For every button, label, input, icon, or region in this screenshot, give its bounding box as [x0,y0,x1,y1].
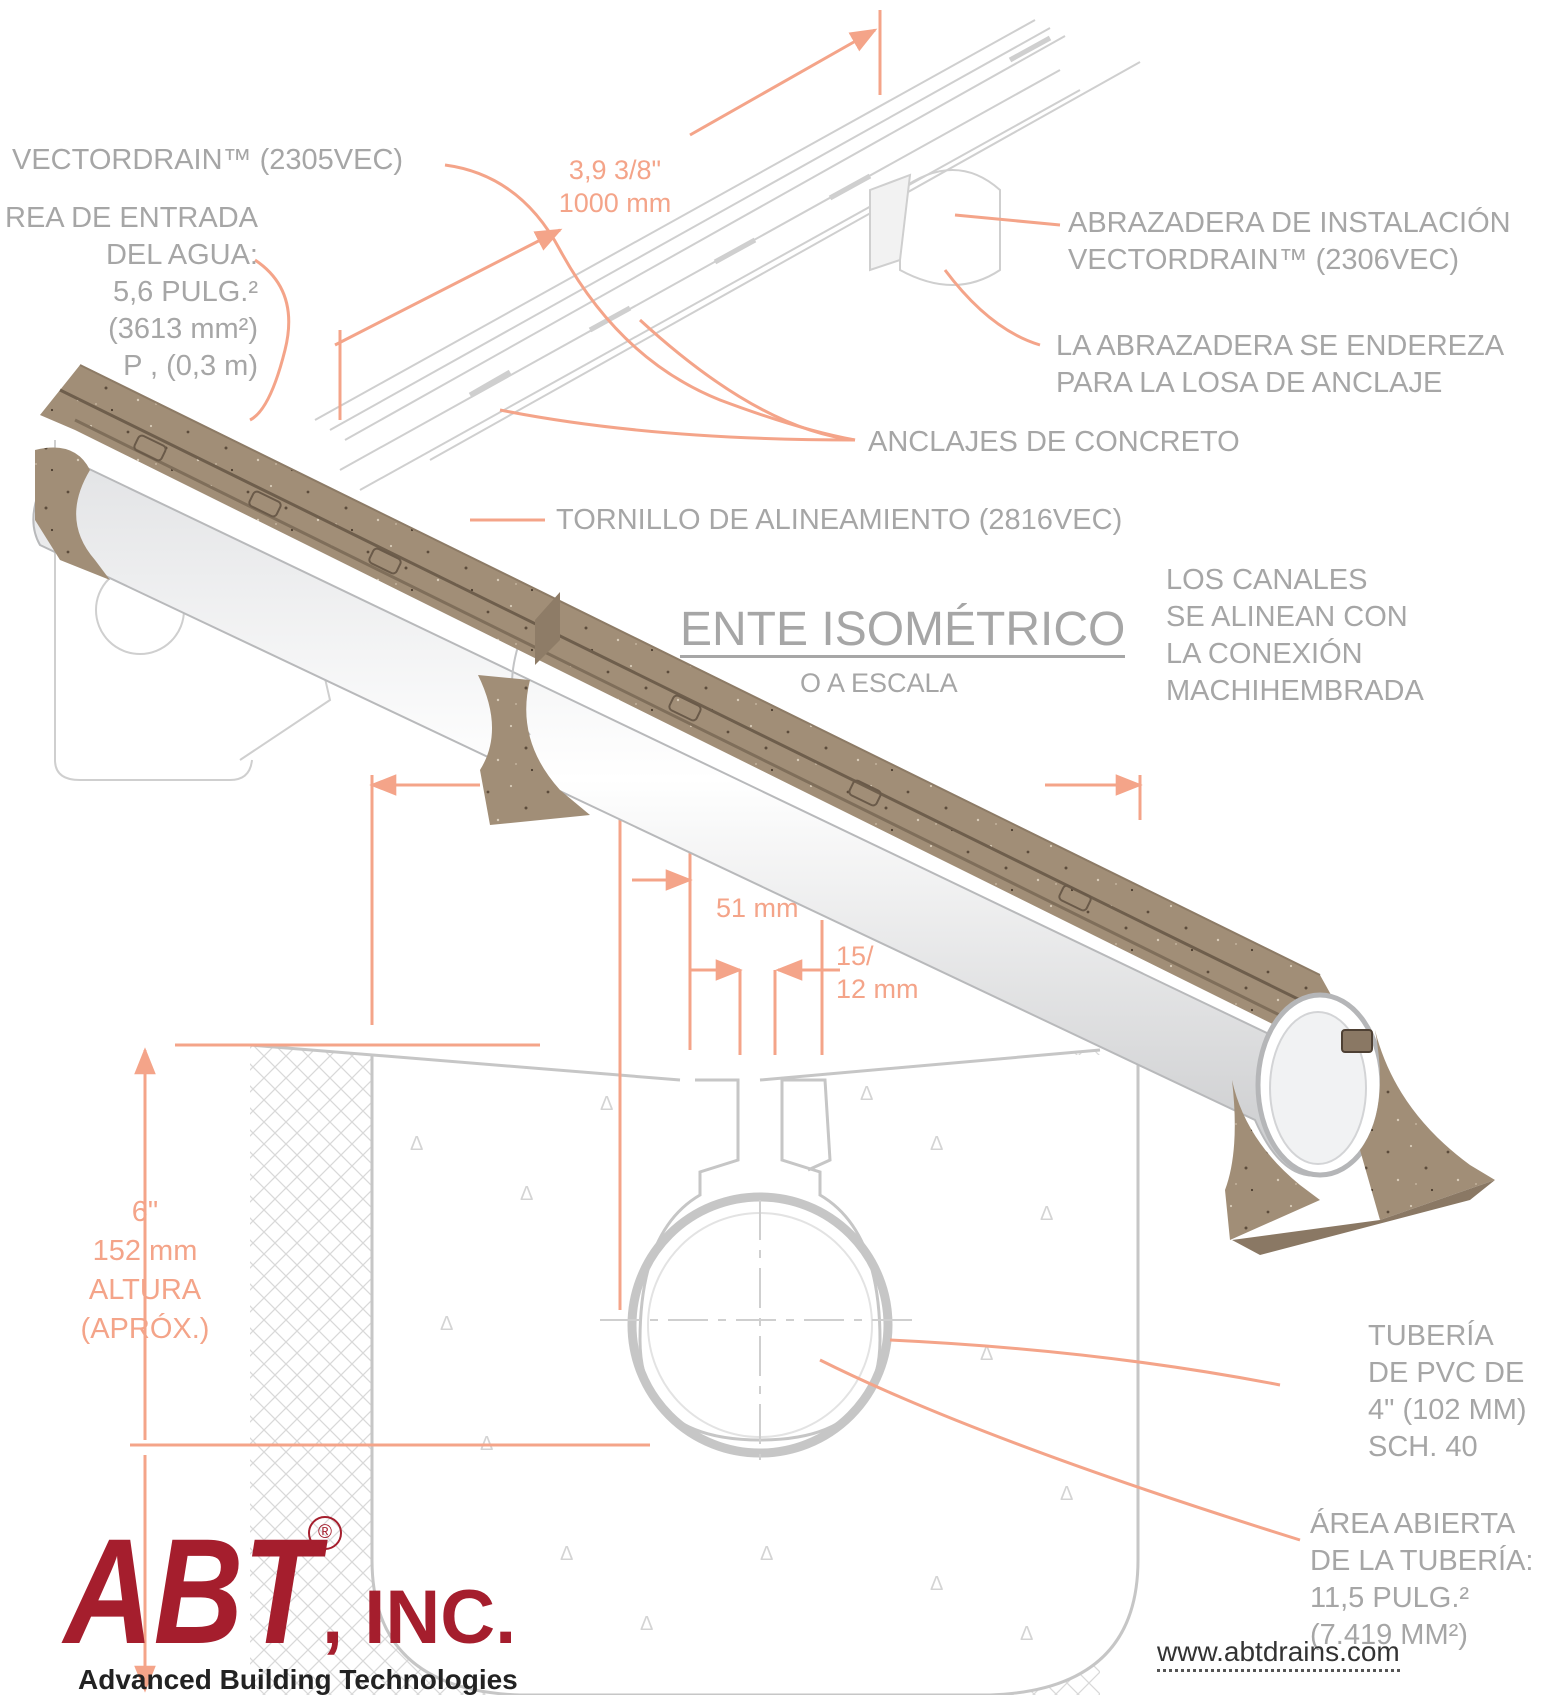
registered-mark: ® [308,1516,342,1550]
abt-logo: ABT , INC. [61,1515,517,1655]
clamp-straighten-line-2: PARA LA LOSA DE ANCLAJE [1056,367,1443,399]
iso-drawing-background [54,19,1141,781]
label-screw: TORNILLO DE ALINEAMIENTO (2816VEC) [556,504,1123,536]
pipe-line-4: SCH. 40 [1368,1431,1478,1463]
svg-text:, INC.: , INC. [322,1575,516,1655]
label-vectordrain: VECTORDRAIN™ (2305VEC) [12,144,404,176]
inlet-line-5: P , (0,3 m) [123,350,258,382]
dim-length-metric: 1000 mm [558,188,672,218]
section-drawing: ΔΔΔ ΔΔΔ ΔΔΔ ΔΔΔ ΔΔΔ [249,1043,1140,1695]
open-area-line-1: ÁREA ABIERTA [1310,1508,1516,1540]
svg-text:Δ: Δ [1040,1203,1053,1225]
channels-line-3: LA CONEXIÓN [1166,638,1363,670]
dim-51: 51 mm [716,893,799,923]
svg-text:Δ: Δ [760,1543,773,1565]
inlet-line-1: REA DE ENTRADA [5,202,258,234]
dim-slot: 15/ 12 mm [836,940,919,1006]
clamp-straighten-line-1: LA ABRAZADERA SE ENDEREZA [1056,330,1505,362]
svg-text:Δ: Δ [860,1083,873,1105]
dim-length-imperial: 3,9 3/8" [568,155,662,185]
channels-line-4: MACHIHEMBRADA [1166,675,1424,707]
svg-text:Δ: Δ [600,1093,613,1115]
clamp-line-2: VECTORDRAIN™ (2306VEC) [1068,244,1460,276]
label-pipe: TUBERÍA DE PVC DE 4" (102 MM) SCH. 40 [1368,1318,1527,1466]
svg-text:Δ: Δ [930,1133,943,1155]
dim-slot-imperial: 15/ [836,941,874,971]
iso-title: ENTE ISOMÉTRICO [680,603,1126,658]
open-area-line-3: 11,5 PULG.² [1310,1582,1470,1614]
pipe-line-3: 4" (102 MM) [1368,1394,1527,1426]
height-line-4: (APRÓX.) [80,1313,210,1345]
dim-slot-metric: 12 mm [836,974,919,1004]
dimension-lines [130,10,1301,1693]
pipe-line-1: TUBERÍA [1368,1320,1494,1352]
svg-text:Δ: Δ [930,1573,943,1595]
svg-text:Δ: Δ [640,1613,653,1635]
svg-text:Δ: Δ [1020,1623,1033,1645]
label-anchors: ANCLAJES DE CONCRETO [868,426,1240,458]
label-channels: LOS CANALES SE ALINEAN CON LA CONEXIÓN M… [1166,562,1424,710]
inlet-line-2: DEL AGUA: [105,239,258,271]
height-line-1: 6" [131,1196,159,1228]
channels-line-1: LOS CANALES [1166,564,1368,596]
label-clamp: ABRAZADERA DE INSTALACIÓN VECTORDRAIN™ (… [1068,205,1511,279]
height-line-3: ALTURA [88,1274,202,1306]
dim-height: 6" 152 mm ALTURA (APRÓX.) [60,1193,230,1349]
saddle-right [1225,1030,1495,1255]
pipe-line-2: DE PVC DE [1368,1357,1525,1389]
label-open-area: ÁREA ABIERTA DE LA TUBERÍA: 11,5 PULG.² … [1310,1506,1534,1654]
label-clamp-straighten: LA ABRAZADERA SE ENDEREZA PARA LA LOSA D… [1056,328,1504,402]
svg-text:Δ: Δ [560,1543,573,1565]
open-area-line-4: (7.419 MM²) [1310,1619,1468,1651]
channels-line-2: SE ALINEAN CON [1166,601,1408,633]
height-line-2: 152 mm [92,1235,198,1267]
svg-text:Δ: Δ [410,1133,423,1155]
clamp-line-1: ABRAZADERA DE INSTALACIÓN [1068,207,1511,239]
saddle-middle [478,675,590,825]
inlet-line-3: 5,6 PULG.² [112,276,258,308]
inlet-line-4: (3613 mm²) [108,313,258,345]
scale-note: O A ESCALA [800,668,958,698]
website-link[interactable]: www.abtdrains.com [1157,1636,1400,1672]
svg-text:Δ: Δ [520,1183,533,1205]
dim-length: 3,9 3/8" 1000 mm [540,154,690,220]
svg-text:Δ: Δ [980,1343,993,1365]
svg-text:Δ: Δ [1060,1483,1073,1505]
svg-text:ABT: ABT [61,1515,329,1655]
label-inlet-area: REA DE ENTRADA DEL AGUA: 5,6 PULG.² (361… [0,200,258,385]
brand-subtitle: Advanced Building Technologies [78,1664,518,1695]
open-area-line-2: DE LA TUBERÍA: [1310,1545,1534,1577]
saddle-left [35,447,110,580]
isometric-drain [32,364,1495,1255]
svg-text:Δ: Δ [440,1313,453,1335]
